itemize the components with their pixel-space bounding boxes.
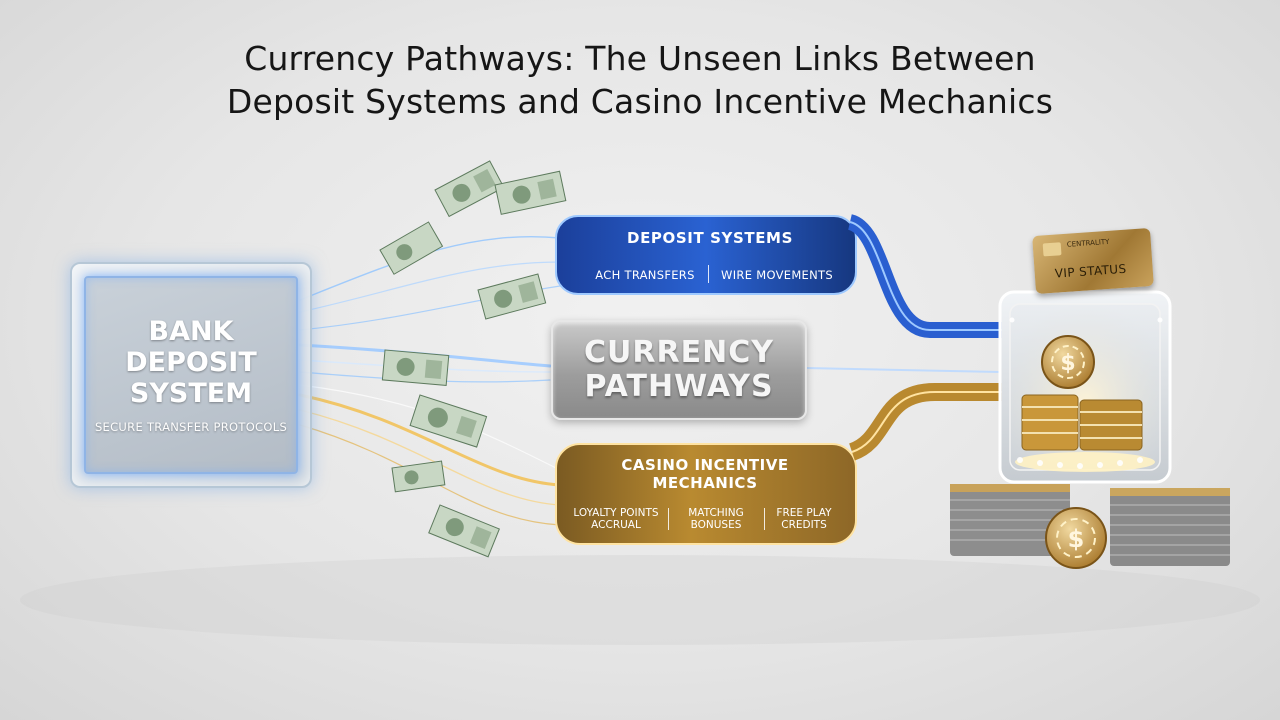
incentive-item-freeplay: FREE PLAY CREDITS <box>776 507 832 531</box>
chip-vault: $ <box>998 290 1172 484</box>
vip-status-label: VIP STATUS <box>1054 261 1127 281</box>
banknote-icon <box>379 160 567 558</box>
svg-text:$: $ <box>1060 351 1075 376</box>
bank-screen: BANK DEPOSIT SYSTEM SECURE TRANSFER PROT… <box>84 276 298 474</box>
card-stack: $ <box>950 484 1230 569</box>
page-title-line-1: Currency Pathways: The Unseen Links Betw… <box>244 39 1036 78</box>
currency-pathways-line: CURRENCY <box>584 335 774 370</box>
chip-stack-icon <box>1021 394 1143 451</box>
casino-incentives-title: CASINO INCENTIVE MECHANICS <box>621 456 789 492</box>
currency-pathways-line: PATHWAYS <box>584 369 774 404</box>
currency-pathways-box: CURRENCY PATHWAYS <box>551 320 807 420</box>
divider <box>708 265 709 283</box>
deposit-systems-title: DEPOSIT SYSTEMS <box>627 229 793 247</box>
page-title-line-2: Deposit Systems and Casino Incentive Mec… <box>226 82 1054 121</box>
svg-text:$: $ <box>1068 525 1085 553</box>
divider <box>764 508 765 530</box>
deposit-item-ach: ACH TRANSFERS <box>595 268 695 282</box>
bank-subtitle: SECURE TRANSFER PROTOCOLS <box>94 420 288 434</box>
card-chip <box>1042 242 1062 257</box>
card-brand: CENTRALITY <box>1066 237 1110 249</box>
bank-deposit-panel: BANK DEPOSIT SYSTEM SECURE TRANSFER PROT… <box>70 262 312 488</box>
credit-card-icon: CENTRALITY VIP STATUS <box>1032 227 1154 295</box>
incentive-item-loyalty: LOYALTY POINTS ACCRUAL <box>573 507 659 531</box>
casino-chip-icon: $ <box>1041 335 1095 389</box>
bank-title-line: BANK <box>148 316 234 347</box>
incentive-item-matching: MATCHING BONUSES <box>688 507 744 531</box>
bank-title-line: DEPOSIT <box>125 347 257 378</box>
divider <box>668 508 669 530</box>
bank-title-line: SYSTEM <box>129 378 253 409</box>
deposit-item-wire: WIRE MOVEMENTS <box>721 268 833 282</box>
bank-title: BANK DEPOSIT SYSTEM <box>86 316 296 409</box>
